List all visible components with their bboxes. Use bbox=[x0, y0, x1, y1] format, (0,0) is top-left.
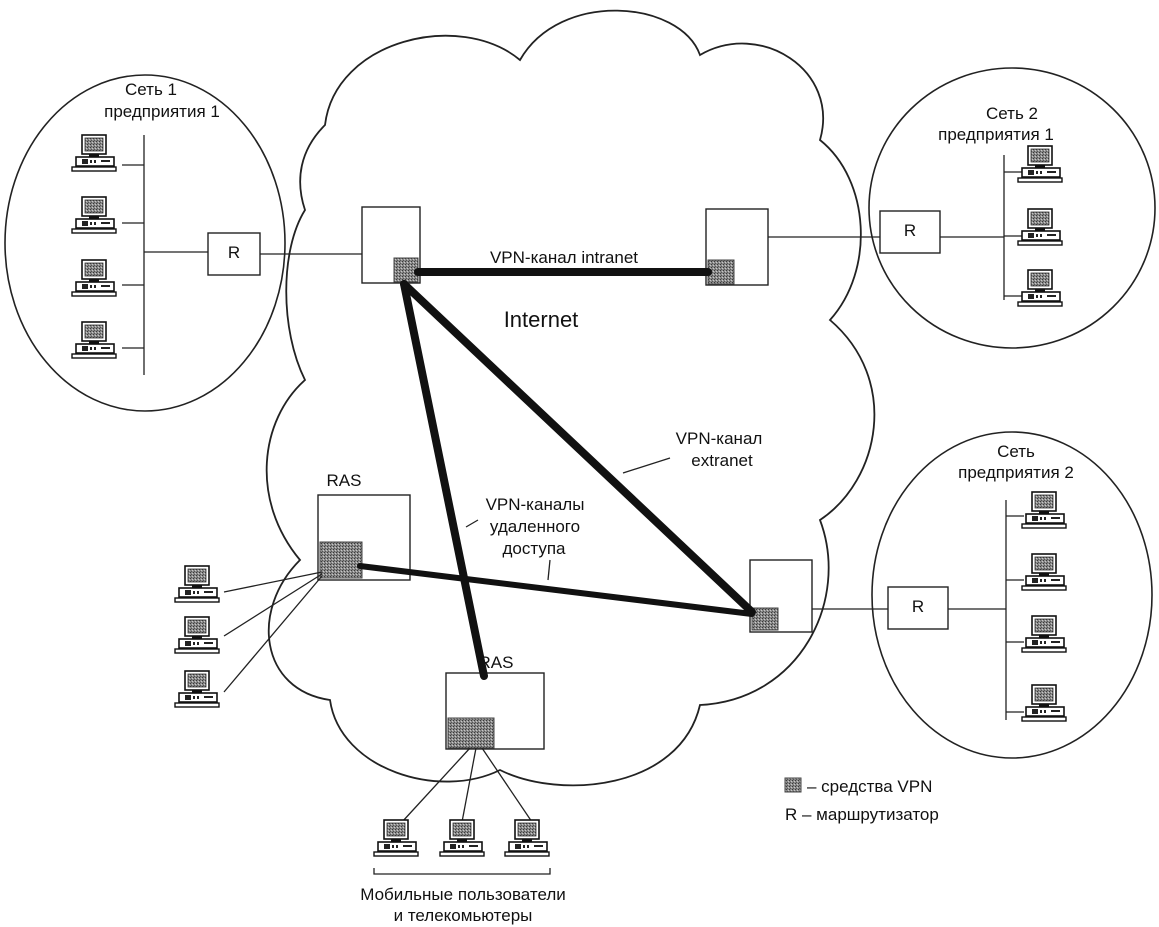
vpn-remote-channel-ras1 bbox=[357, 563, 755, 617]
computer-icon bbox=[1017, 208, 1063, 246]
computer-icon bbox=[1017, 145, 1063, 183]
router-3-label: R bbox=[912, 597, 924, 616]
network-3-ellipse bbox=[871, 431, 1153, 759]
computer-icon bbox=[71, 321, 117, 359]
ras-1-label: RAS bbox=[327, 471, 362, 490]
computer-icon bbox=[71, 134, 117, 172]
extranet-label-line1: VPN-канал bbox=[676, 429, 763, 448]
intranet-label: VPN-канал intranet bbox=[490, 248, 638, 267]
network-1-ellipse bbox=[4, 74, 286, 412]
computer-icon bbox=[71, 259, 117, 297]
computer-icon bbox=[1017, 269, 1063, 307]
vpn-remote-channel-ras2 bbox=[400, 280, 488, 680]
router-1-label: R bbox=[228, 243, 240, 262]
legend-router: R – маршрутизатор bbox=[785, 805, 939, 824]
vpn-tool-1 bbox=[393, 257, 419, 283]
network-1-title-line2: предприятия 1 bbox=[104, 102, 220, 121]
computer-icon bbox=[174, 670, 220, 708]
computer-icon bbox=[1021, 553, 1067, 591]
computer-icon bbox=[373, 819, 419, 857]
computer-icon bbox=[1021, 615, 1067, 653]
router-3 bbox=[887, 586, 949, 630]
mobile-users-line2: и телекомьютеры bbox=[394, 906, 533, 925]
remote-access-label-line1: VPN-каналы bbox=[486, 495, 585, 514]
computer-icon bbox=[71, 196, 117, 234]
extranet-label-line2: extranet bbox=[691, 451, 753, 470]
vpn-tool-ras-2 bbox=[447, 717, 495, 749]
ras-2-label: RAS bbox=[479, 653, 514, 672]
computer-icon bbox=[174, 616, 220, 654]
computer-icon bbox=[174, 565, 220, 603]
mobile-users-line1: Мобильные пользователи bbox=[360, 885, 566, 904]
computer-icon bbox=[439, 819, 485, 857]
internet-label: Internet bbox=[504, 307, 579, 332]
network-2-title-line1: Сеть 2 bbox=[986, 104, 1038, 123]
network-2-title-line2: предприятия 1 bbox=[938, 125, 1054, 144]
computer-icon bbox=[1021, 684, 1067, 722]
remote-access-label-line3: доступа bbox=[502, 539, 566, 558]
vpn-tool-3 bbox=[751, 607, 779, 631]
legend-vpn-swatch bbox=[784, 777, 802, 793]
computer-icon bbox=[1021, 491, 1067, 529]
network-3-title-line1: Сеть bbox=[997, 442, 1035, 461]
router-2-label: R bbox=[904, 221, 916, 240]
vpn-tool-ras-1 bbox=[319, 541, 363, 579]
vpn-extranet-channel bbox=[400, 280, 756, 616]
computer-icon bbox=[504, 819, 550, 857]
remote-access-label-line2: удаленного bbox=[490, 517, 580, 536]
network-2-ellipse bbox=[868, 67, 1156, 349]
network-1-title-line1: Сеть 1 bbox=[125, 80, 177, 99]
router-2 bbox=[879, 210, 941, 254]
internet-cloud bbox=[265, 9, 876, 787]
network-3-title-line2: предприятия 2 bbox=[958, 463, 1074, 482]
legend-vpn-tools: – средства VPN bbox=[807, 777, 932, 796]
vpn-tool-2 bbox=[707, 259, 735, 285]
